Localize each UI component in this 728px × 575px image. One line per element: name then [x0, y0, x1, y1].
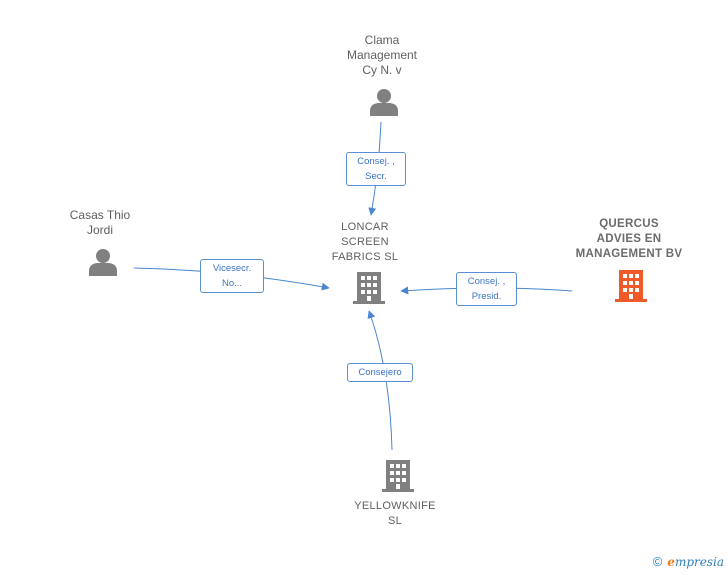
building-icon[interactable] [382, 460, 414, 492]
node-label-yellowknife[interactable]: YELLOWKNIFE SL [354, 500, 436, 527]
node-label-casas[interactable]: Casas Thio Jordi [69, 208, 131, 237]
edge-label-quercus-loncar[interactable]: Consej. , Presid. [456, 272, 517, 306]
edge-label-clama-loncar[interactable]: Consej. , Secr. [346, 152, 406, 186]
brand-logo-initial: e [667, 554, 675, 569]
edge-label-casas-loncar[interactable]: Vicesecr. No... [200, 259, 264, 293]
footer-brand: © e mpresia [653, 554, 724, 569]
node-label-loncar[interactable]: LONCAR SCREEN FABRICS SL [331, 221, 399, 263]
brand-logo-text: mpresia [674, 554, 724, 569]
building-icon[interactable] [353, 272, 385, 304]
node-label-quercus[interactable]: QUERCUS ADVIES EN MANAGEMENT BV [575, 218, 683, 260]
node-label-clama[interactable]: Clama Management Cy N. v [346, 33, 418, 77]
building-icon[interactable] [615, 270, 647, 302]
person-icon[interactable] [89, 249, 117, 276]
edge-label-yellowknife-loncar[interactable]: Consejero [347, 363, 413, 382]
copyright-symbol: © [652, 554, 663, 569]
person-icon[interactable] [370, 89, 398, 116]
